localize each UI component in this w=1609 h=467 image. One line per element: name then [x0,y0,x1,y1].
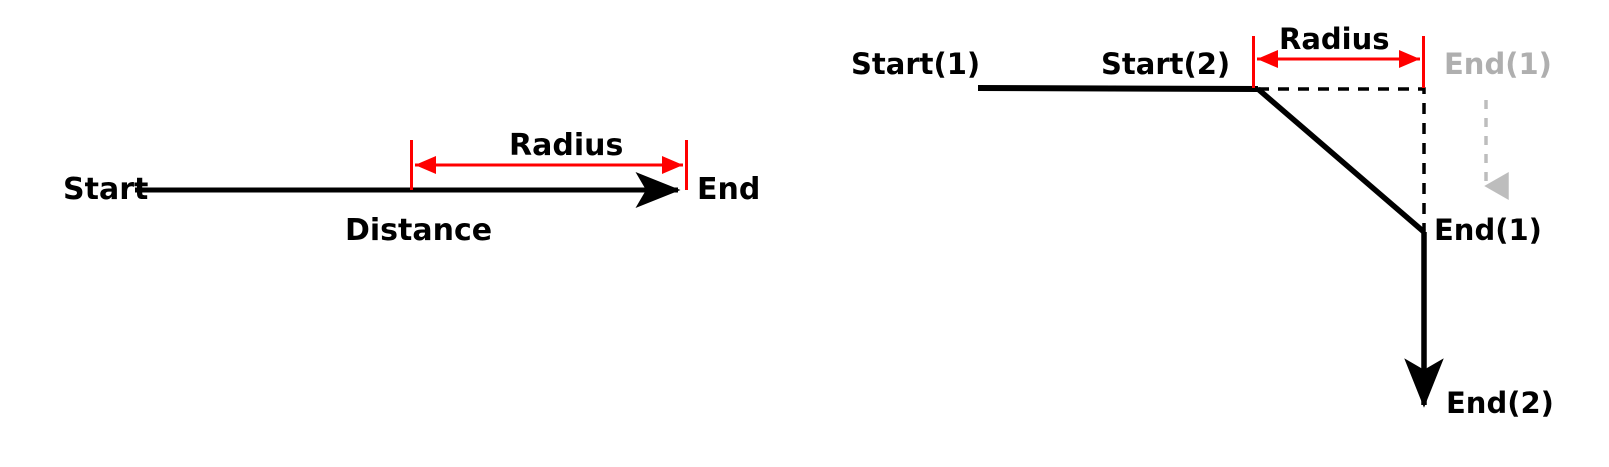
label-distance: Distance [345,213,493,248]
segment-diagonal [1256,86,1426,235]
label-end-1-ghost: End(1) [1444,47,1552,81]
label-end-2: End(2) [1446,386,1554,420]
label-start-1: Start(1) [851,47,981,81]
label-end: End [697,172,761,207]
label-start-2: Start(2) [1101,47,1231,81]
panel-two-segment-fillet [977,36,1509,408]
ghost-corner-dashed-path [1258,87,1426,232]
label-radius-right-panel: Radius [1279,22,1390,56]
segment-horizontal [977,85,1259,92]
label-end-1: End(1) [1434,213,1542,247]
label-start: Start [63,172,149,207]
label-radius-left-panel: Radius [509,128,624,163]
panel-single-segment [135,140,688,209]
